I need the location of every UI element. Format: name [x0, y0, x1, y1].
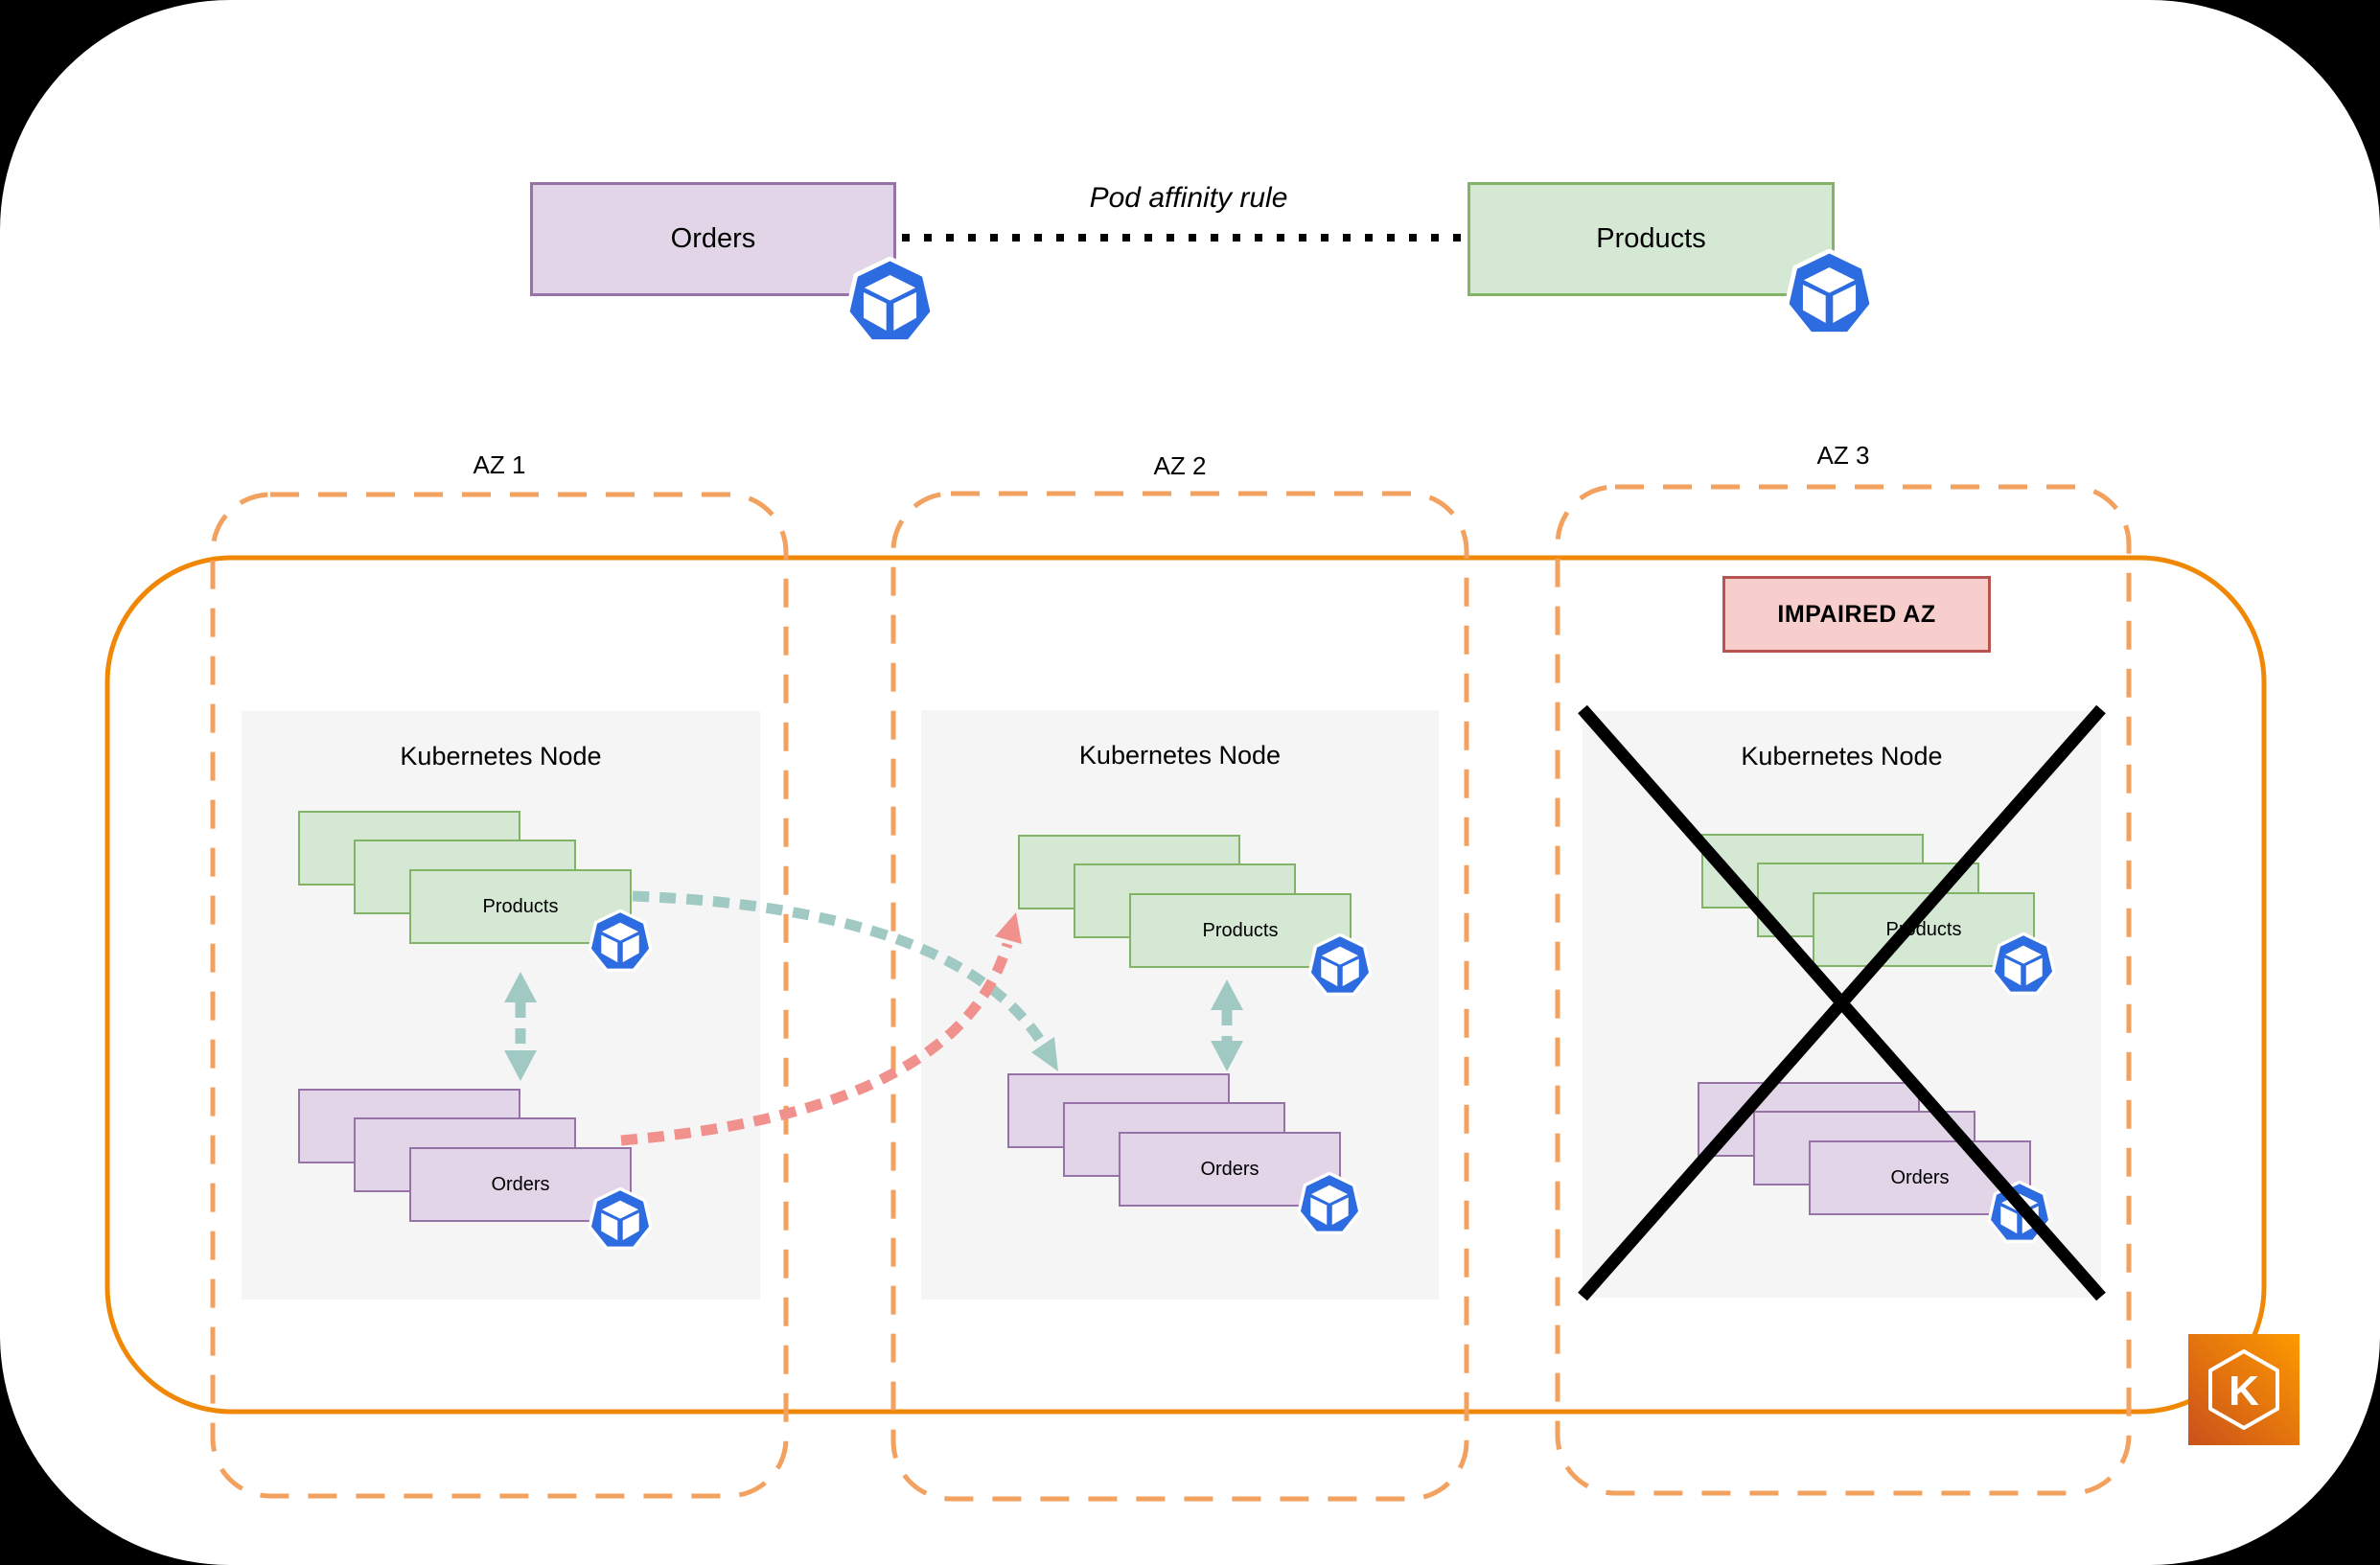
- products-deployment-label: Products: [1596, 223, 1706, 254]
- kubernetes-pod-icon: [1991, 932, 2056, 998]
- az1-label: AZ 1: [473, 450, 526, 479]
- amazon-eks-icon: K: [2188, 1334, 2299, 1445]
- impaired-az-label: IMPAIRED AZ: [1777, 600, 1936, 628]
- orders-deployment-box: Orders: [530, 182, 896, 296]
- kubernetes-pod-icon: [1987, 1181, 2052, 1246]
- impaired-az-badge: IMPAIRED AZ: [1722, 576, 1991, 653]
- kubernetes-pod-icon: [844, 257, 936, 348]
- kubernetes-pod-icon: [1784, 249, 1875, 340]
- eks-icon-letter: K: [2229, 1368, 2259, 1415]
- az1-node-title: Kubernetes Node: [400, 742, 602, 771]
- az3-node-title: Kubernetes Node: [1741, 742, 1943, 771]
- az2-node-title: Kubernetes Node: [1078, 741, 1282, 770]
- az2-label: AZ 2: [1153, 451, 1207, 480]
- products-deployment-box: Products: [1467, 182, 1835, 296]
- kubernetes-pod-icon: [588, 909, 653, 975]
- az3-label: AZ 3: [1816, 441, 1870, 470]
- kubernetes-pod-icon: [1297, 1172, 1362, 1237]
- kubernetes-pod-icon: [588, 1187, 653, 1253]
- kubernetes-pod-icon: [1307, 933, 1373, 999]
- orders-deployment-label: Orders: [670, 223, 756, 254]
- pod-affinity-rule-label: Pod affinity rule: [1089, 182, 1288, 214]
